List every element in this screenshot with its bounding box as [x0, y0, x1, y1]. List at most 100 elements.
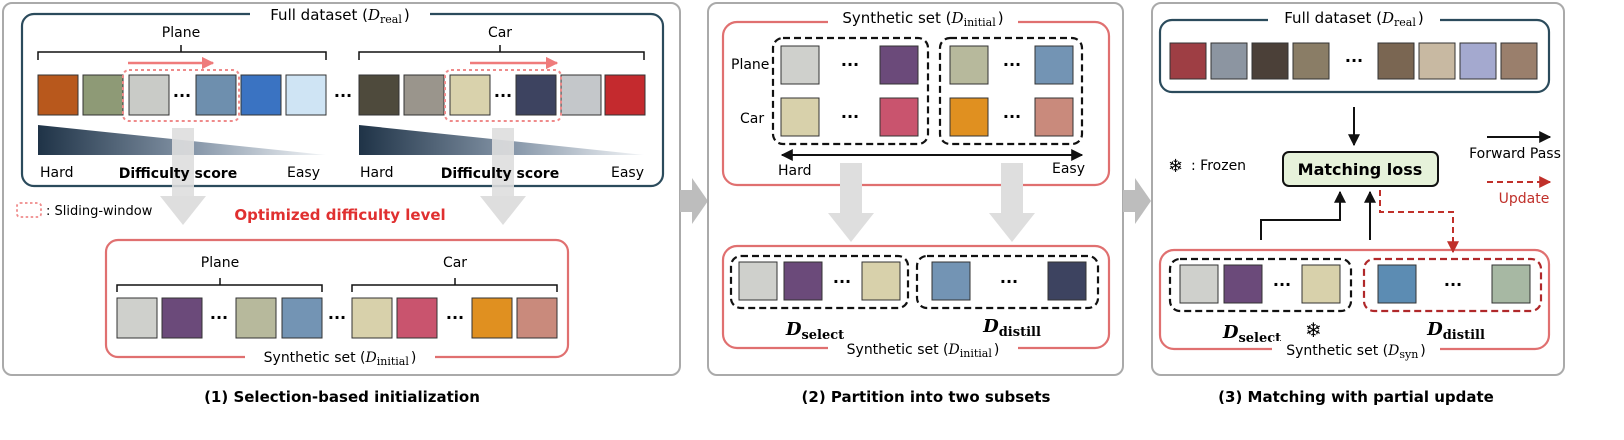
panel-partition: Synthetic set (Dinitial) Plane Car ··· ·…	[707, 2, 1124, 406]
grid-thumb	[879, 45, 919, 85]
syn-thumb	[396, 297, 438, 339]
grid-thumb	[780, 45, 820, 85]
syn-thumb	[235, 297, 277, 339]
ellipsis: ···	[1345, 51, 1363, 70]
sliding-window-legend-icon	[16, 202, 42, 218]
easy-label: Easy	[287, 165, 320, 181]
ellipsis: ···	[328, 308, 346, 327]
syn-car-brace	[351, 278, 558, 292]
plane-thumb	[128, 74, 170, 116]
syn-thumb	[1223, 264, 1263, 304]
syn-thumb	[116, 297, 158, 339]
syn-thumb	[1491, 264, 1531, 304]
select-group-box	[729, 254, 910, 310]
matching-loss-label: Matching loss	[1298, 160, 1423, 179]
class-label-car: Car	[488, 25, 512, 41]
ellipsis: ···	[1444, 275, 1462, 294]
plane-thumb	[82, 74, 124, 116]
ellipsis: ···	[173, 86, 191, 105]
subset-thumb	[1047, 261, 1087, 301]
gray-down-arrow	[480, 128, 526, 225]
car-image-row	[358, 74, 646, 116]
ellipsis: ···	[833, 272, 851, 291]
grid-thumb	[1034, 45, 1074, 85]
syn-image-row	[116, 297, 558, 339]
grid-thumb	[949, 97, 989, 137]
panel-1-caption: (1) Selection-based initialization	[204, 388, 480, 406]
syn-initial-title: Synthetic set (Dinitial)	[847, 342, 1000, 360]
ellipsis: ···	[841, 55, 859, 74]
row-label-plane: Plane	[731, 57, 769, 73]
ellipsis: ···	[1003, 55, 1021, 74]
real-thumb	[1500, 42, 1538, 80]
forward-pass-legend-label: Forward Pass	[1469, 146, 1561, 162]
syn-class-label-car: Car	[443, 255, 467, 271]
ellipsis: ···	[1000, 272, 1018, 291]
row-label-car: Car	[740, 111, 764, 127]
select-subset-label: Dselect	[1222, 322, 1281, 346]
real-thumb	[1169, 42, 1207, 80]
syn-thumb	[471, 297, 513, 339]
ellipsis: ···	[210, 308, 228, 327]
real-thumb	[1418, 42, 1456, 80]
syn-thumb	[1377, 264, 1417, 304]
car-thumb	[358, 74, 400, 116]
real-dataset-title: Full dataset (Dreal)	[270, 6, 410, 26]
grid-thumb	[949, 45, 989, 85]
difficulty-score-label: Difficulty score	[441, 166, 559, 182]
update-legend-label: Update	[1499, 191, 1550, 207]
plane-thumb	[285, 74, 327, 116]
syn-thumb	[516, 297, 558, 339]
ellipsis: ···	[494, 86, 512, 105]
plane-image-row	[37, 74, 327, 116]
ellipsis: ···	[334, 86, 352, 105]
snowflake-icon: ❄	[1305, 318, 1322, 342]
car-thumb	[560, 74, 602, 116]
partition-image-grid	[780, 45, 1074, 137]
hard-group-box	[771, 36, 930, 146]
subset-thumb	[783, 261, 823, 301]
plane-thumb	[240, 74, 282, 116]
difficulty-score-label: Difficulty score	[119, 166, 237, 182]
car-brace	[358, 45, 645, 60]
snowflake-icon: ❄	[1168, 156, 1183, 177]
ellipsis: ···	[1273, 275, 1291, 294]
update-arrow	[1379, 190, 1459, 254]
car-thumb	[515, 74, 557, 116]
panel-transition-arrow	[680, 178, 708, 224]
real-dataset-title: Full dataset (Dreal)	[1284, 9, 1424, 29]
syn-image-row	[1179, 264, 1531, 304]
plane-thumb	[195, 74, 237, 116]
easy-label: Easy	[611, 165, 644, 181]
grid-thumb	[879, 97, 919, 137]
optimized-difficulty-label: Optimized difficulty level	[234, 206, 445, 224]
sliding-window-legend-label: : Sliding-window	[46, 204, 153, 219]
syn-title: Synthetic set (Dsyn)	[1286, 343, 1426, 361]
hard-label: Hard	[40, 165, 74, 181]
select-subset-label: Dselect	[785, 319, 844, 343]
syn-initial-title: Synthetic set (Dinitial)	[842, 9, 1003, 29]
easy-group-box	[938, 36, 1084, 146]
subset-image-row	[738, 261, 1087, 301]
syn-initial-title: Synthetic set (Dinitial)	[264, 350, 417, 368]
real-thumb	[1377, 42, 1415, 80]
syn-thumb	[1301, 264, 1341, 304]
class-label-plane: Plane	[162, 25, 200, 41]
syn-thumb	[1179, 264, 1219, 304]
ellipsis: ···	[1003, 107, 1021, 126]
gray-down-arrow	[160, 128, 206, 225]
plane-brace	[37, 45, 327, 60]
select-forward-arrow	[1260, 190, 1346, 240]
grid-thumb	[780, 97, 820, 137]
ellipsis: ···	[446, 308, 464, 327]
matching-loss-box	[1282, 151, 1439, 187]
syn-thumb	[281, 297, 323, 339]
panel-3-caption: (3) Matching with partial update	[1218, 388, 1494, 406]
distill-subset-label: Ddistill	[1426, 319, 1485, 343]
grid-thumb	[1034, 97, 1074, 137]
panel-2-caption: (2) Partition into two subsets	[802, 388, 1051, 406]
car-thumb	[403, 74, 445, 116]
real-thumb	[1292, 42, 1330, 80]
hard-label: Hard	[360, 165, 394, 181]
